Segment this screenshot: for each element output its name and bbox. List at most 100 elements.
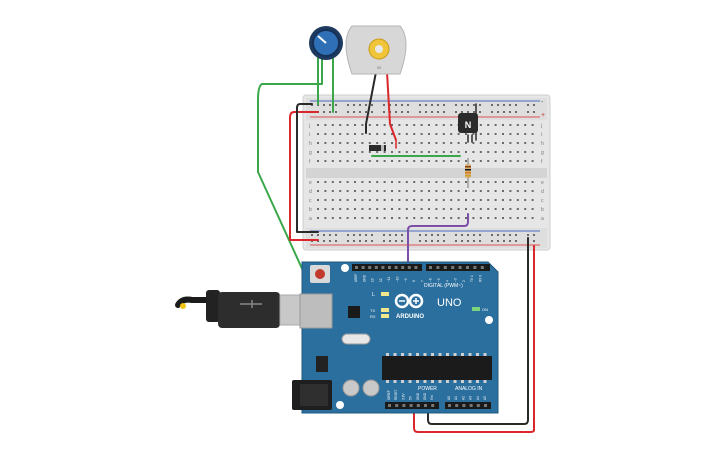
breadboard-hole[interactable] xyxy=(472,190,475,192)
breadboard-hole[interactable] xyxy=(368,217,371,219)
breadboard-hole[interactable] xyxy=(479,151,482,153)
rail-hole[interactable] xyxy=(497,240,499,242)
breadboard-hole[interactable] xyxy=(405,181,408,183)
breadboard-hole[interactable] xyxy=(324,199,327,201)
breadboard-hole[interactable] xyxy=(398,142,401,144)
rail-hole[interactable] xyxy=(407,104,409,106)
breadboard-hole[interactable] xyxy=(391,151,393,153)
rail-hole[interactable] xyxy=(455,111,457,113)
rail-hole[interactable] xyxy=(461,111,463,113)
rail-hole[interactable] xyxy=(371,234,373,236)
wire-purple-signal[interactable] xyxy=(407,213,469,263)
wire-motor-red[interactable] xyxy=(386,71,397,141)
rail-hole[interactable] xyxy=(365,111,367,113)
breadboard-hole[interactable] xyxy=(376,190,379,192)
breadboard-hole[interactable] xyxy=(354,133,356,135)
breadboard-hole[interactable] xyxy=(502,217,504,219)
breadboard-hole[interactable] xyxy=(368,199,371,201)
breadboard-hole[interactable] xyxy=(428,124,430,126)
breadboard-hole[interactable] xyxy=(509,151,512,153)
breadboard-hole[interactable] xyxy=(442,190,445,192)
breadboard-hole[interactable] xyxy=(346,124,349,126)
breadboard-hole[interactable] xyxy=(531,160,534,162)
header-pin-hole[interactable] xyxy=(388,266,391,269)
breadboard-hole[interactable] xyxy=(339,124,342,126)
breadboard-hole[interactable] xyxy=(361,199,364,201)
header-pin-hole[interactable] xyxy=(407,266,411,269)
breadboard-hole[interactable] xyxy=(502,199,504,201)
breadboard-hole[interactable] xyxy=(494,133,497,135)
breadboard-hole[interactable] xyxy=(383,199,386,201)
rail-hole[interactable] xyxy=(443,240,445,242)
rail-hole[interactable] xyxy=(467,111,469,113)
rail-hole[interactable] xyxy=(515,111,517,113)
breadboard-hole[interactable] xyxy=(524,190,527,192)
rail-hole[interactable] xyxy=(509,111,511,113)
rail-hole[interactable] xyxy=(515,104,517,106)
breadboard-hole[interactable] xyxy=(457,181,460,183)
breadboard-hole[interactable] xyxy=(457,217,460,219)
rail-hole[interactable] xyxy=(335,111,337,113)
breadboard-hole[interactable] xyxy=(391,217,393,219)
breadboard-hole[interactable] xyxy=(405,133,408,135)
breadboard-hole[interactable] xyxy=(398,124,401,126)
breadboard-hole[interactable] xyxy=(472,181,475,183)
header-pin-hole[interactable] xyxy=(480,266,484,269)
rail-hole[interactable] xyxy=(371,104,373,106)
breadboard-hole[interactable] xyxy=(420,133,423,135)
breadboard-hole[interactable] xyxy=(324,217,327,219)
rail-hole[interactable] xyxy=(371,240,373,242)
breadboard-hole[interactable] xyxy=(509,142,512,144)
rail-hole[interactable] xyxy=(389,234,391,236)
breadboard-hole[interactable] xyxy=(376,124,379,126)
breadboard-hole[interactable] xyxy=(324,160,327,162)
breadboard-hole[interactable] xyxy=(317,190,319,192)
breadboard-hole[interactable] xyxy=(317,208,319,210)
breadboard-hole[interactable] xyxy=(428,160,430,162)
breadboard-hole[interactable] xyxy=(479,199,482,201)
breadboard-hole[interactable] xyxy=(331,133,334,135)
rail-hole[interactable] xyxy=(527,104,529,106)
header-pin-hole[interactable] xyxy=(361,266,365,269)
breadboard-hole[interactable] xyxy=(405,160,408,162)
breadboard-hole[interactable] xyxy=(516,133,519,135)
breadboard-hole[interactable] xyxy=(428,199,430,201)
breadboard-hole[interactable] xyxy=(354,199,356,201)
rail-hole[interactable] xyxy=(311,234,313,236)
rail-hole[interactable] xyxy=(491,111,493,113)
breadboard-hole[interactable] xyxy=(413,151,416,153)
breadboard-hole[interactable] xyxy=(428,217,430,219)
breadboard-hole[interactable] xyxy=(487,151,490,153)
rail-hole[interactable] xyxy=(329,104,331,106)
rail-hole[interactable] xyxy=(497,104,499,106)
breadboard-hole[interactable] xyxy=(479,133,482,135)
breadboard-hole[interactable] xyxy=(331,190,334,192)
rail-hole[interactable] xyxy=(425,111,427,113)
breadboard-hole[interactable] xyxy=(442,181,445,183)
rail-hole[interactable] xyxy=(347,240,349,242)
rail-hole[interactable] xyxy=(527,234,529,236)
rail-hole[interactable] xyxy=(437,111,439,113)
breadboard-hole[interactable] xyxy=(391,142,393,144)
breadboard-hole[interactable] xyxy=(487,181,490,183)
rail-hole[interactable] xyxy=(533,111,535,113)
breadboard-hole[interactable] xyxy=(428,133,430,135)
rail-hole[interactable] xyxy=(401,240,403,242)
breadboard-hole[interactable] xyxy=(398,208,401,210)
breadboard-hole[interactable] xyxy=(339,142,342,144)
breadboard-hole[interactable] xyxy=(354,124,356,126)
rail-hole[interactable] xyxy=(419,234,421,236)
breadboard-hole[interactable] xyxy=(524,124,527,126)
breadboard-hole[interactable] xyxy=(524,151,527,153)
header-pin-hole[interactable] xyxy=(355,266,358,269)
breadboard-hole[interactable] xyxy=(531,199,534,201)
breadboard-hole[interactable] xyxy=(494,199,497,201)
breadboard-hole[interactable] xyxy=(450,181,453,183)
breadboard-hole[interactable] xyxy=(487,190,490,192)
breadboard-hole[interactable] xyxy=(405,190,408,192)
rail-hole[interactable] xyxy=(395,234,397,236)
breadboard-hole[interactable] xyxy=(391,160,393,162)
breadboard-hole[interactable] xyxy=(354,142,356,144)
breadboard-hole[interactable] xyxy=(494,181,497,183)
header-pin-hole[interactable] xyxy=(484,404,487,407)
